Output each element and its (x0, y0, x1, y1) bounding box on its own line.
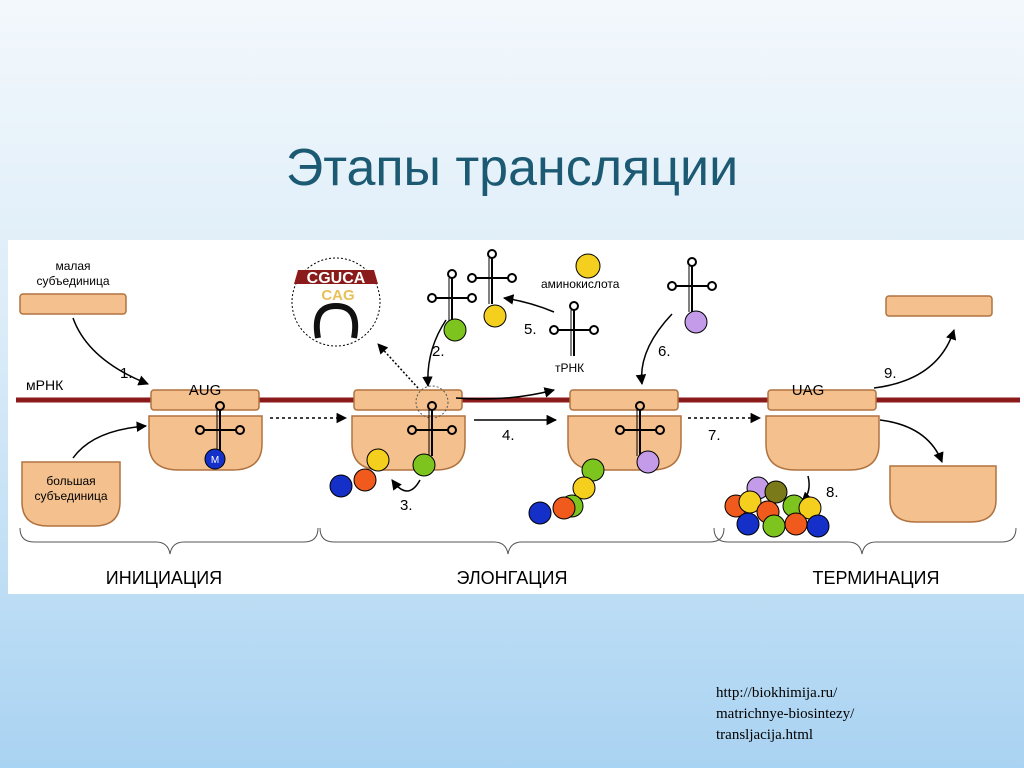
codon-aug: AUG (189, 382, 222, 399)
step-4-label: 4. (502, 427, 515, 444)
amino-acid (412, 453, 436, 477)
source-line: transljacija.html (716, 727, 814, 743)
amino-acid (329, 474, 353, 498)
free-amino-acid (575, 253, 601, 279)
step-7-label: 7. (708, 427, 721, 444)
amino-acid (483, 304, 507, 328)
large-subunit-label-1: большая (46, 474, 95, 488)
arrow-step-1-small (72, 317, 149, 386)
amino-acid (572, 476, 596, 500)
phase-brace-initiation (19, 527, 319, 555)
step-8-label: 8. (826, 484, 839, 501)
source-line: http://biokhimija.ru/ (716, 685, 838, 701)
amino-acid (552, 496, 576, 520)
trna-label: тРНК (555, 361, 584, 375)
source-line: matrichnye-biosintezy/ (716, 706, 855, 722)
zoom-pointer (377, 343, 419, 389)
codon-zoom-band (294, 270, 378, 284)
zoom-trna-loop (313, 302, 359, 339)
phase-elongation: ЭЛОНГАЦИЯ (457, 568, 568, 588)
step-9-label: 9. (884, 365, 897, 382)
large-subunit-label-2: субъединица (34, 489, 107, 503)
arrow-large-release (879, 419, 944, 463)
arrow-step-1-large (72, 421, 148, 459)
ribosome-4-large (765, 415, 880, 471)
amino-acid (443, 318, 467, 342)
ribosome-4-small (767, 389, 877, 411)
codon-uag: UAG (792, 382, 825, 399)
amino-acid (353, 468, 377, 492)
arrow-step-5 (502, 294, 555, 313)
large-subunit-released (889, 465, 997, 523)
arrow-step-2 (422, 319, 447, 388)
zoom-anticodon-text: CAG (321, 287, 354, 304)
methionine-label: M (211, 455, 219, 466)
amino-acid (636, 450, 660, 474)
step-3-label: 3. (400, 497, 413, 514)
arrow-step-9 (873, 329, 957, 389)
trna-icon (549, 301, 599, 357)
slide-title: Этапы трансляции (285, 139, 739, 197)
amino-acid (366, 448, 390, 472)
amino-acid-label: аминокислота (541, 277, 620, 291)
phase-brace-elongation (319, 527, 725, 555)
source-link[interactable]: http://biokhimija.ru/ matrichnye-biosint… (716, 683, 1006, 746)
phase-brace-termination (713, 527, 1017, 555)
arrow-step-3 (391, 479, 421, 492)
step-1-label: 1. (120, 365, 133, 382)
amino-acid (684, 310, 708, 334)
phase-initiation: ИНИЦИАЦИЯ (106, 568, 222, 588)
arrow-step-6 (635, 313, 673, 386)
step-2-label: 2. (432, 343, 445, 360)
small-subunit-released (885, 295, 993, 317)
mrna-label: мРНК (26, 377, 64, 393)
ribosome-3-small (569, 389, 679, 411)
step-5-label: 5. (524, 321, 537, 338)
phase-termination: ТЕРМИНАЦИЯ (813, 568, 940, 588)
small-subunit-free (19, 293, 127, 315)
ribosome-2-small (353, 389, 463, 411)
trna-icon (667, 257, 717, 313)
small-subunit-label-1: малая (55, 259, 90, 273)
step-6-label: 6. (658, 343, 671, 360)
arrow-trna-exit (455, 387, 556, 400)
large-subunit-free (21, 461, 121, 527)
small-subunit-label-2: субъединица (36, 274, 109, 288)
translation-diagram: мРНК малая субъединица большая субъедини… (8, 240, 1024, 594)
ribosome-1-small (150, 389, 260, 411)
released-polypeptide (724, 476, 830, 538)
amino-acid-methionine (204, 448, 226, 470)
amino-acid (528, 501, 552, 525)
zoom-codon-text: CGUCA (307, 270, 366, 287)
